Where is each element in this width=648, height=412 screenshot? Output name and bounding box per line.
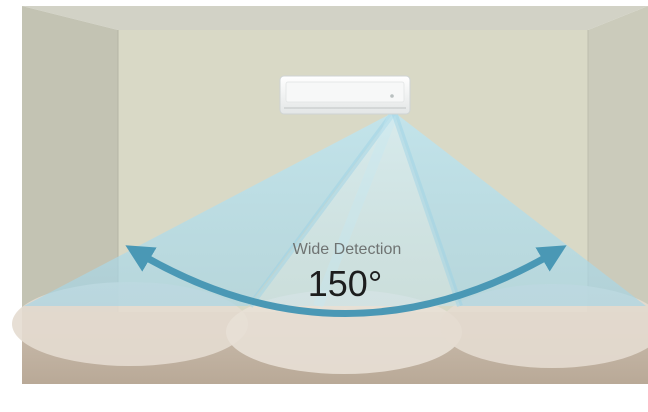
- detection-label: Wide Detection: [293, 241, 402, 258]
- detection-angle: 150°: [308, 263, 382, 304]
- ceiling: [22, 6, 648, 30]
- ac-sensor-dot: [390, 94, 394, 98]
- ac-panel: [286, 82, 404, 102]
- air-conditioner-icon: [280, 76, 410, 114]
